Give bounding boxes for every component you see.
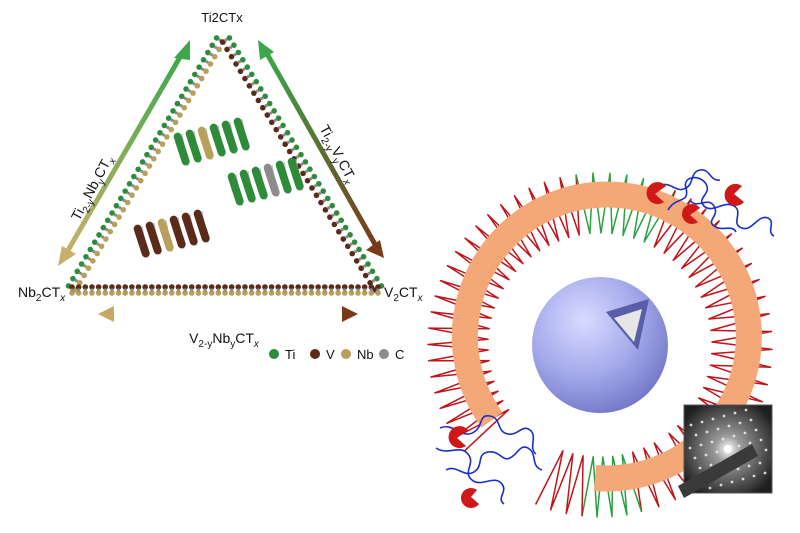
central-sphere xyxy=(532,277,668,413)
right-side-arrow xyxy=(258,40,384,258)
blue-chain-top xyxy=(659,169,775,237)
bottom-axis-label: V2-yNbyCTx xyxy=(189,330,260,350)
legend-label-ti: Ti xyxy=(285,347,295,362)
blue-chain-bottom xyxy=(435,415,543,505)
diffraction-inset xyxy=(678,404,773,498)
left-panel: Ti2CTx Ti2-yNbyCTx Ti2-yVyCTx Nb2CTx V2C… xyxy=(18,10,424,362)
legend-item-nb: Nb xyxy=(341,347,374,362)
left-side-arrow xyxy=(58,40,190,266)
left-side-label: Ti2-yNbyCTx xyxy=(68,151,120,225)
v-atom-icon xyxy=(310,349,320,359)
legend-item-c: C xyxy=(379,347,404,362)
red-cap-icon xyxy=(646,182,666,205)
ti-atom-icon xyxy=(269,349,279,359)
mxene-flakes xyxy=(133,117,304,259)
right-corner-label: V2CTx xyxy=(384,284,424,304)
top-label: Ti2CTx xyxy=(201,10,243,25)
legend-item-ti: Ti xyxy=(269,347,295,362)
legend-label-nb: Nb xyxy=(357,347,374,362)
legend-item-v: V xyxy=(310,347,335,362)
legend-label-c: C xyxy=(395,347,404,362)
c-atom-icon xyxy=(379,349,389,359)
bottom-axis-arrow xyxy=(98,306,358,322)
inset-pointer-bar xyxy=(678,444,758,498)
element-legend: Ti V Nb C xyxy=(269,347,404,362)
left-corner-label: Nb2CTx xyxy=(18,284,66,304)
red-end-caps xyxy=(448,182,744,508)
red-cap-icon xyxy=(448,426,468,449)
nb-atom-icon xyxy=(341,349,351,359)
red-cap-icon xyxy=(682,204,700,225)
right-panel xyxy=(427,169,775,518)
red-cap-icon xyxy=(461,487,479,508)
red-cap-icon xyxy=(724,183,744,206)
legend-label-v: V xyxy=(326,347,335,362)
atomic-triangle-chain xyxy=(65,35,385,296)
